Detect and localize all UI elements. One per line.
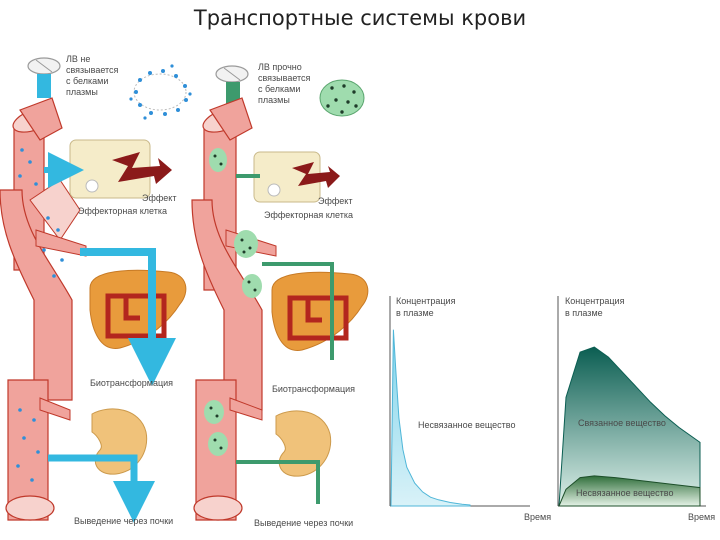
bound-protein-complex bbox=[319, 79, 365, 117]
effect-arrow bbox=[292, 162, 340, 188]
vessel-drug-dots bbox=[16, 148, 64, 482]
blood-vessel bbox=[191, 97, 277, 521]
effect-label: Эффект bbox=[142, 193, 176, 203]
left-panel: ЛВ не связывается с белками плазмы bbox=[0, 54, 192, 526]
chart2-ylabel-line1: Концентрация bbox=[565, 296, 625, 306]
tablet-icon bbox=[215, 65, 249, 104]
chart2-ylabel-line2: в плазме bbox=[565, 308, 603, 318]
green-arrow-to-kidney bbox=[236, 460, 320, 504]
biotransformation-label: Биотрансформация bbox=[272, 384, 355, 394]
tablet-icon bbox=[27, 57, 61, 98]
right-panel: ЛВ прочно связывается с белками плазмы bbox=[191, 62, 369, 528]
vessel-bound-complexes bbox=[204, 148, 262, 456]
liver bbox=[89, 269, 187, 349]
kidney bbox=[275, 410, 332, 477]
tablet-note: ЛВ не связывается с белками плазмы bbox=[66, 54, 121, 97]
chart2-unbound-label: Несвязанное вещество bbox=[576, 488, 673, 498]
chart-unbound: Концентрация в плазме Несвязанное вещест… bbox=[389, 296, 551, 522]
tablet-note: ЛВ прочно связывается с белками плазмы bbox=[258, 62, 313, 105]
effector-cell-label: Эффекторная клетка bbox=[78, 206, 167, 216]
chart1-ylabel: Концентрация в плазме bbox=[396, 296, 458, 318]
green-arrow-to-liver bbox=[262, 262, 334, 360]
blue-arrow-to-liver bbox=[80, 248, 176, 386]
excretion-label: Выведение через почки bbox=[74, 516, 173, 526]
blue-arrow-to-kidney bbox=[48, 454, 155, 523]
biotransformation-label: Биотрансформация bbox=[90, 378, 173, 388]
chart1-xlabel: Время bbox=[524, 512, 551, 522]
kidney bbox=[91, 408, 148, 475]
effector-cell-label: Эффекторная клетка bbox=[264, 210, 353, 220]
excretion-label: Выведение через почки bbox=[254, 518, 353, 528]
chart2-unbound-area bbox=[558, 475, 701, 507]
chart2-bound-label: Связанное вещество bbox=[578, 418, 666, 428]
effect-label: Эффект bbox=[318, 196, 352, 206]
chart2-ylabel: Концентрация в плазме bbox=[565, 296, 627, 318]
chart1-ylabel-line2: в плазме bbox=[396, 308, 434, 318]
effect-arrow bbox=[112, 152, 172, 184]
chart-bound: Концентрация в плазме Связанное вещество… bbox=[557, 296, 715, 522]
blood-vessel bbox=[0, 97, 87, 521]
chart1-ylabel-line1: Концентрация bbox=[396, 296, 456, 306]
chart1-unbound-area bbox=[390, 329, 471, 507]
page-title: Транспортные системы крови bbox=[193, 6, 527, 30]
liver bbox=[271, 271, 369, 351]
chart1-series-label: Несвязанное вещество bbox=[418, 420, 515, 430]
chart2-xlabel: Время bbox=[688, 512, 715, 522]
chart2-bound-area bbox=[558, 346, 701, 507]
unbound-drug-cloud bbox=[129, 64, 192, 120]
